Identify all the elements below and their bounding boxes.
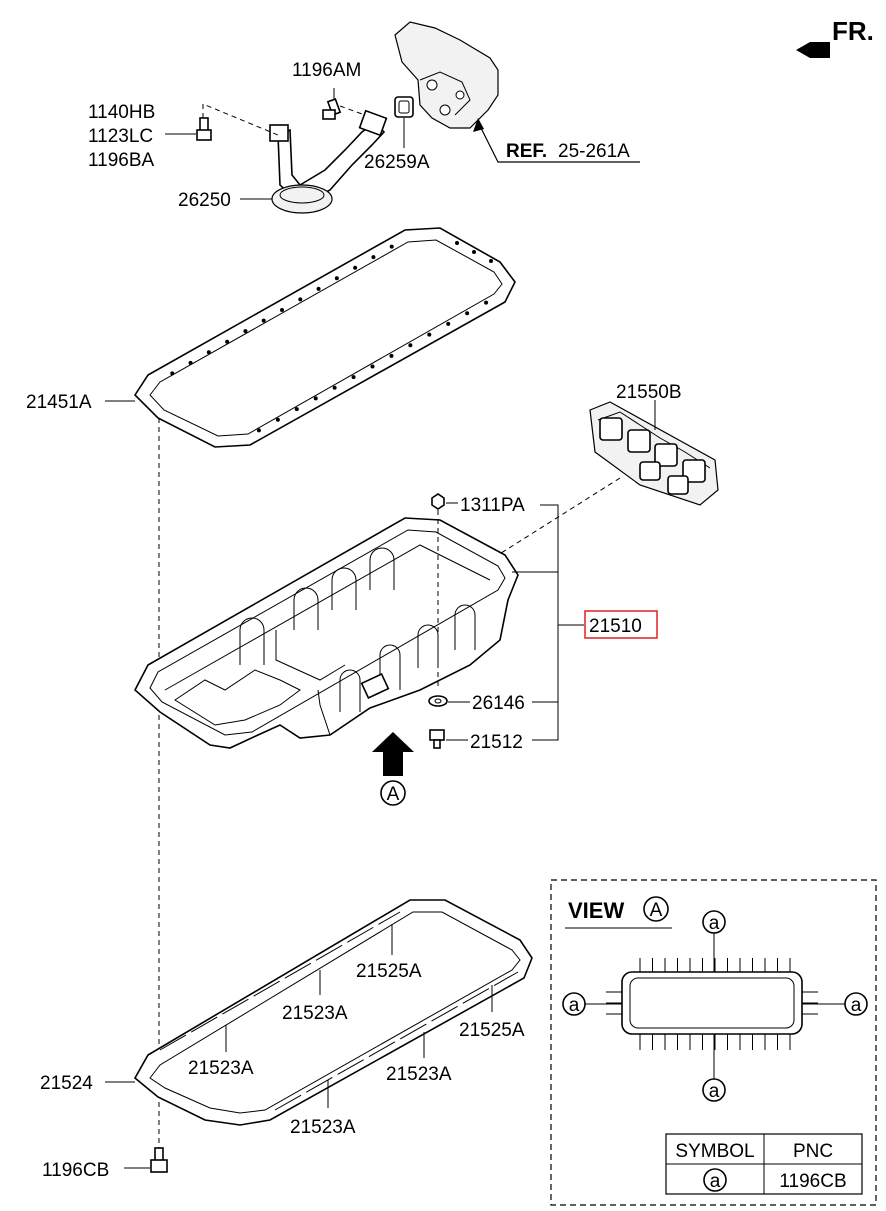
view-a-panel: VIEW A a a a a — [550, 879, 877, 1206]
part-label-21550B: 21550B — [616, 382, 682, 403]
bolt-hole — [389, 353, 394, 358]
bolt-hole — [446, 321, 451, 326]
oil-pump-housing — [394, 21, 499, 129]
marker-a-right: a — [844, 992, 868, 1016]
bolt-icon — [196, 117, 212, 141]
part-label-21451A: 21451A — [26, 392, 92, 413]
part-label-21523A-3: 21523A — [386, 1064, 452, 1085]
front-arrow-icon — [796, 42, 830, 58]
part-label-21525A-top: 21525A — [356, 961, 422, 982]
part-label-21523A-1: 21523A — [282, 1003, 348, 1024]
part-label-21510[interactable]: 21510 — [589, 616, 642, 637]
symbol-table: SYMBOL PNC a 1196CB — [665, 1133, 863, 1195]
part-label-1196AM: 1196AM — [292, 60, 361, 81]
oil-baffle — [589, 401, 719, 506]
bolt-hole — [313, 396, 318, 401]
part-label-1311PA: 1311PA — [460, 495, 525, 516]
bolt-hole — [261, 318, 266, 323]
oil-pan — [134, 517, 519, 749]
washer-icon — [428, 695, 448, 707]
view-circle-letter: A — [650, 900, 663, 921]
bolt-hole — [389, 244, 394, 249]
view-a-arrow: A — [372, 732, 414, 806]
bolt-hole — [370, 364, 375, 369]
nut-icon — [431, 493, 445, 510]
front-direction-indicator: FR. — [796, 16, 874, 58]
bolt-hole — [294, 407, 299, 412]
bolt-hole — [427, 332, 432, 337]
ref-prefix: REF. — [506, 141, 547, 162]
bolt-hole — [170, 371, 175, 376]
drain-plug-icon — [429, 729, 445, 749]
bolt-hole — [408, 343, 413, 348]
part-label-1196CB: 1196CB — [42, 1160, 109, 1181]
part-label-26146: 26146 — [472, 693, 525, 714]
strainer-gasket — [394, 96, 414, 118]
front-label: FR. — [832, 16, 874, 46]
part-label-1140HB: 1140HB — [88, 102, 155, 123]
bolt-hole — [316, 286, 321, 291]
bolt-hole — [206, 350, 211, 355]
view-title: VIEW — [568, 898, 624, 923]
marker-a-left: a — [562, 992, 586, 1016]
table-header-symbol: SYMBOL — [675, 1141, 754, 1162]
bolt-hole — [472, 250, 476, 254]
part-label-21523A-2: 21523A — [188, 1058, 254, 1079]
highlight-box — [584, 610, 658, 639]
table-header-pnc: PNC — [793, 1141, 833, 1162]
part-label-21524: 21524 — [40, 1073, 93, 1094]
oil-strainer — [269, 109, 388, 214]
ref-code: 25-261A — [558, 141, 630, 162]
part-label-26250: 26250 — [178, 190, 231, 211]
bolt-icon — [322, 98, 342, 120]
part-label-1123LC: 1123LC — [88, 126, 153, 147]
bolt-icon — [150, 1147, 168, 1173]
bolt-hole — [256, 428, 261, 433]
oil-pan-upper-gasket — [133, 227, 516, 448]
part-label-1196BA: 1196BA — [88, 150, 155, 171]
svg-text:a: a — [851, 995, 862, 1016]
bolt-hole — [489, 259, 493, 263]
oil-pan-lower-gasket — [133, 899, 533, 1126]
marker-a-top: a — [702, 910, 726, 934]
view-arrow-letter: A — [387, 784, 400, 805]
bolt-hole — [298, 297, 303, 302]
bolt-hole — [371, 255, 376, 260]
bolt-hole — [243, 329, 248, 334]
part-label-21512: 21512 — [470, 732, 523, 753]
part-label-21525A-right: 21525A — [459, 1020, 525, 1041]
bolt-hole — [484, 300, 489, 305]
svg-text:a: a — [709, 1081, 720, 1102]
bolt-hole — [351, 375, 356, 380]
bolt-hole — [455, 241, 459, 245]
svg-text:a: a — [569, 995, 580, 1016]
table-cell-symbol: a — [710, 1171, 721, 1192]
bolt-hole — [225, 339, 230, 344]
bolt-hole — [188, 360, 193, 365]
part-label-21523A-4: 21523A — [290, 1117, 356, 1138]
part-label-26259A: 26259A — [364, 152, 430, 173]
bolt-hole — [275, 417, 280, 422]
bolt-hole — [465, 311, 470, 316]
svg-text:a: a — [709, 913, 720, 934]
bolt-hole — [332, 385, 337, 390]
bolt-hole — [353, 265, 358, 270]
table-cell-pnc: 1196CB — [779, 1171, 846, 1192]
bolt-hole — [280, 308, 284, 312]
bolt-hole — [334, 276, 339, 281]
marker-a-bottom: a — [702, 1078, 726, 1102]
